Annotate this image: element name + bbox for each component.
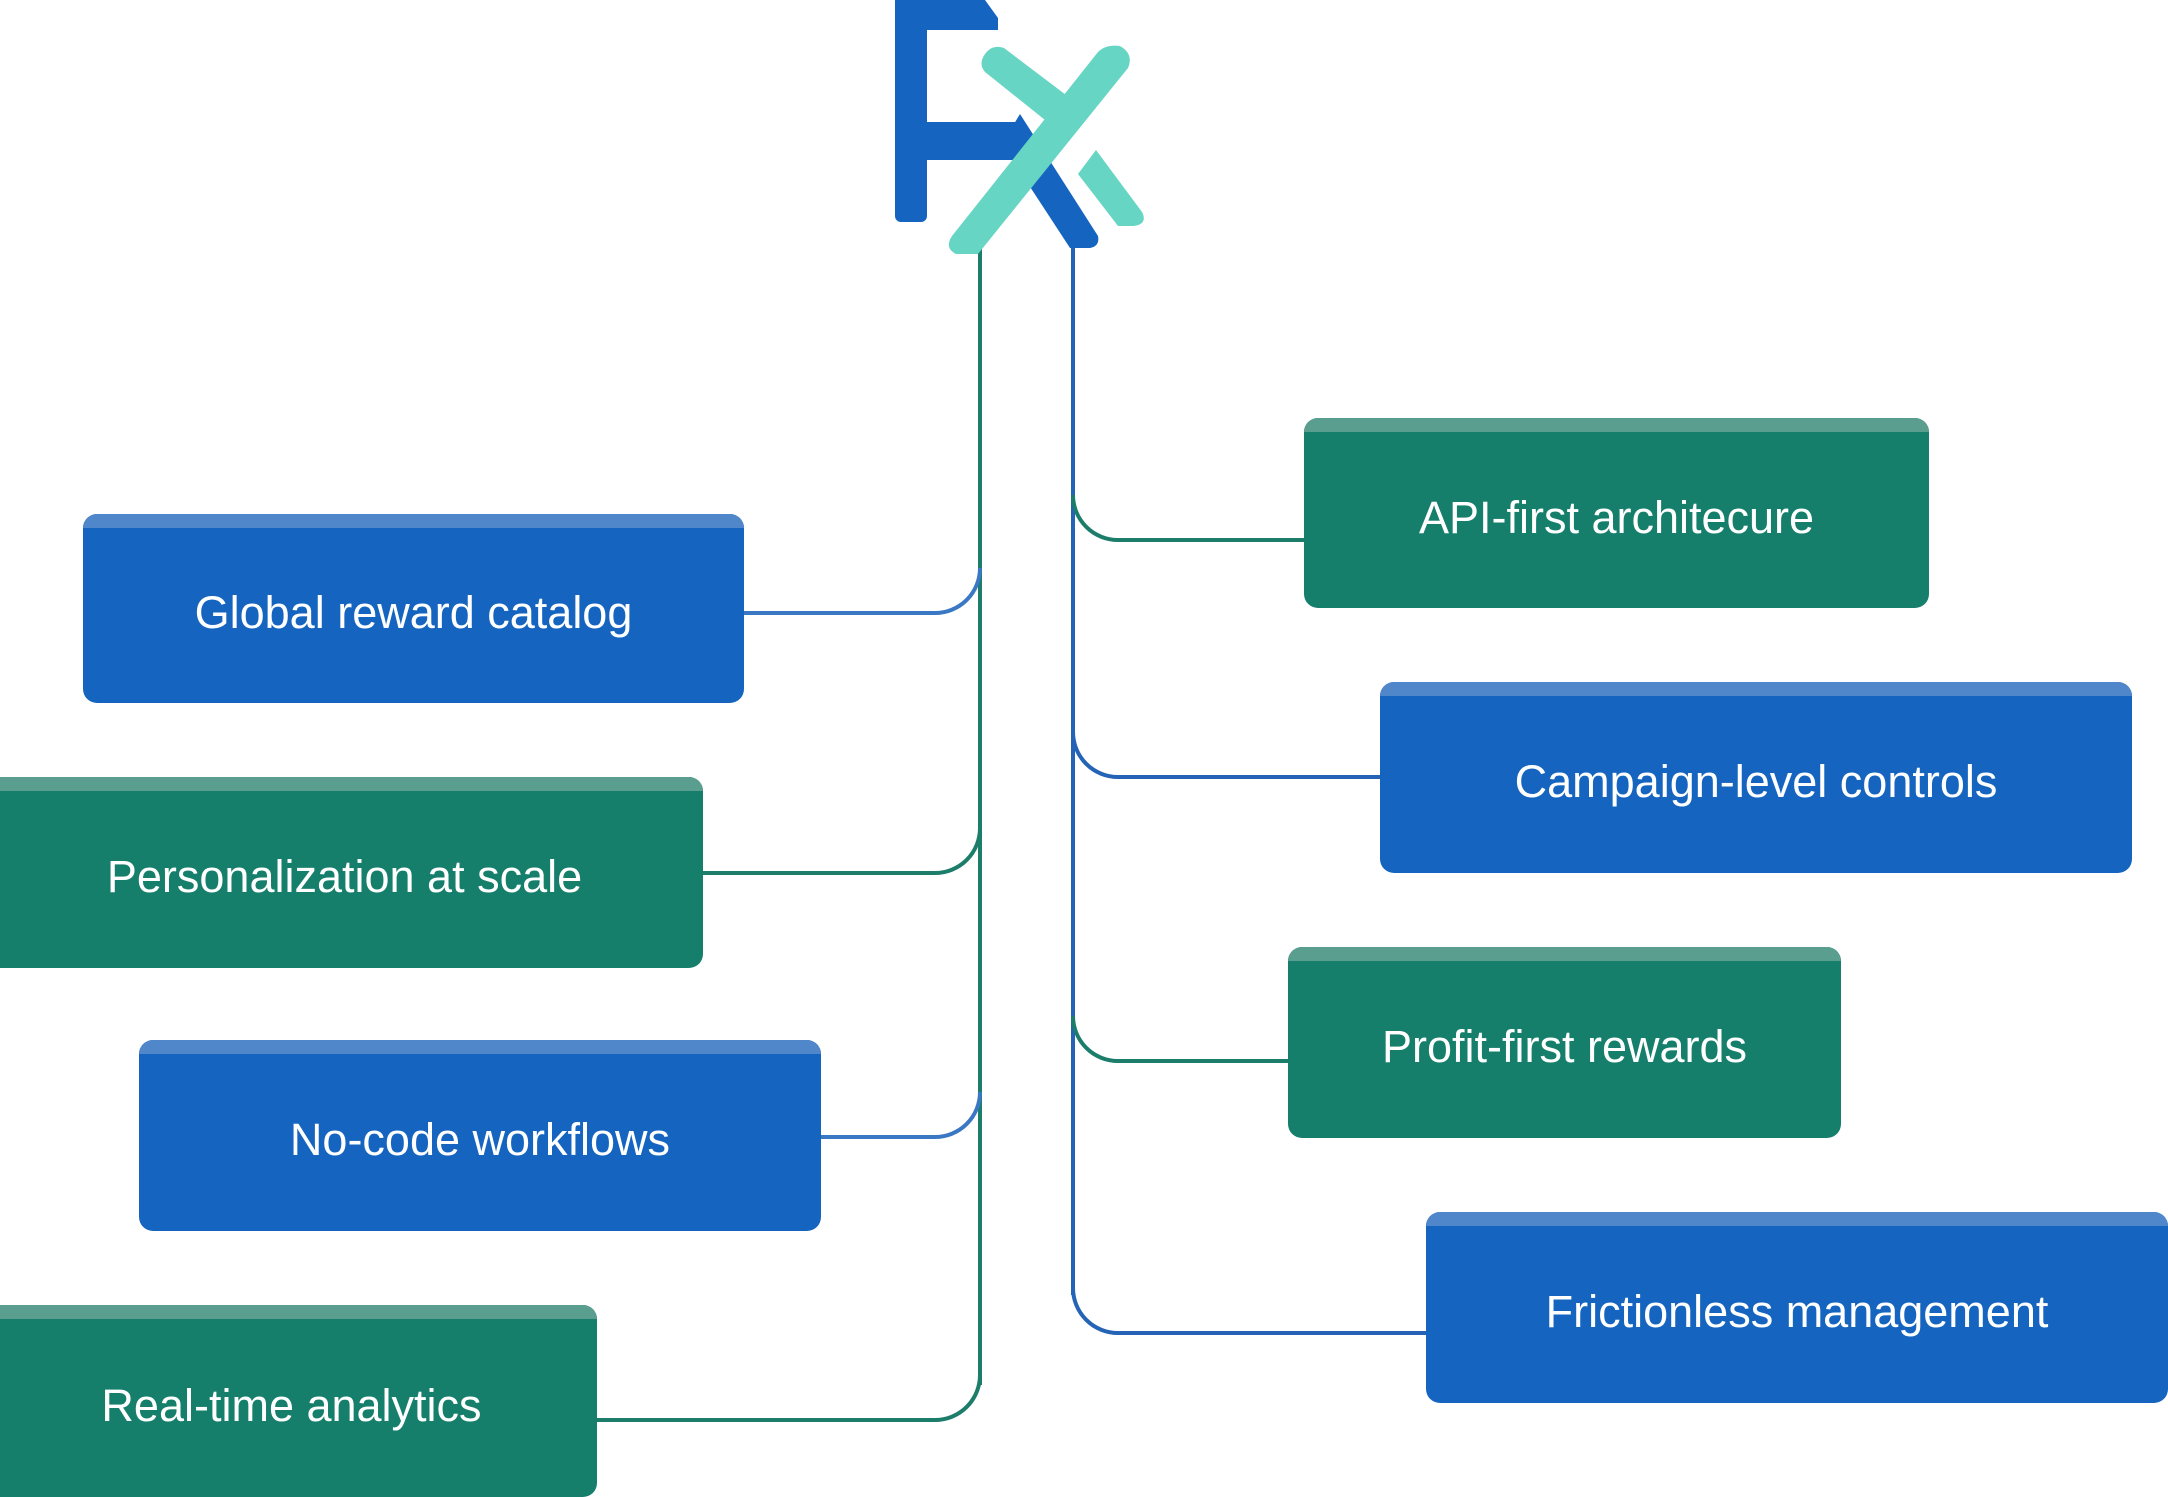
card-label: Profit-first rewards (1381, 1021, 1748, 1072)
branch-frictionless-management (1071, 1287, 1428, 1335)
card-label: Campaign-level controls (1514, 756, 1998, 807)
card-real-time-analytics: Real-time analytics (0, 1305, 597, 1497)
branch-real-time-analytics (597, 1374, 982, 1422)
card-label: No-code workflows (289, 1114, 671, 1165)
card-no-code-workflows: No-code workflows (139, 1040, 821, 1231)
card-global-reward-catalog: Global reward catalog (83, 514, 744, 703)
branch-global-reward-catalog (743, 567, 982, 615)
branch-no-code-workflows (820, 1091, 982, 1139)
card-label: Global reward catalog (194, 587, 633, 638)
branch-profit-first-rewards (1071, 1015, 1290, 1063)
card-campaign-level-controls: Campaign-level controls (1380, 682, 2132, 873)
branch-personalization-at-scale (703, 827, 982, 875)
card-label: Frictionless management (1545, 1286, 2049, 1337)
card-label: Real-time analytics (101, 1379, 482, 1431)
card-frictionless-management: Frictionless management (1426, 1212, 2168, 1403)
branch-api-first-architecure (1071, 494, 1305, 542)
card-label: API-first architecure (1418, 491, 1815, 543)
card-label: Personalization at scale (106, 851, 583, 902)
branch-campaign-level-controls (1071, 731, 1381, 779)
card-profit-first-rewards: Profit-first rewards (1288, 947, 1841, 1138)
card-personalization-at-scale: Personalization at scale (0, 777, 703, 968)
card-api-first-architecure: API-first architecure (1304, 418, 1929, 608)
